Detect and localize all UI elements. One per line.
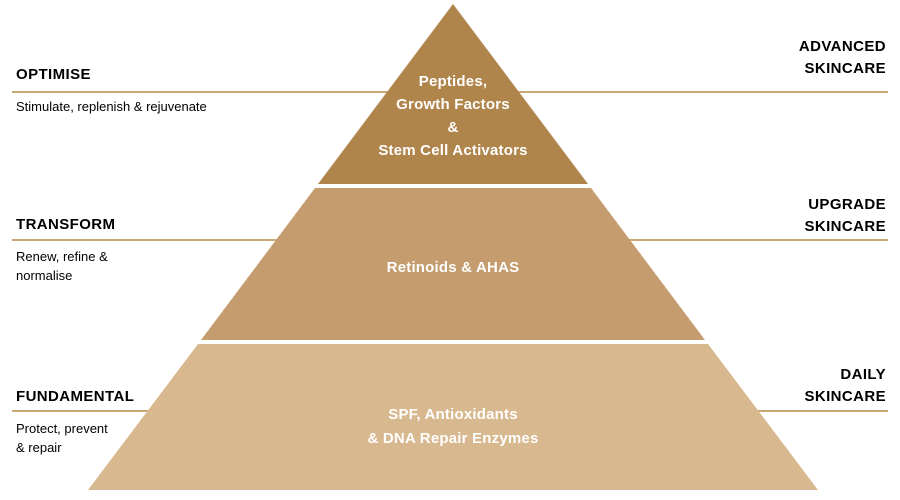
pyramid-tier-bottom <box>88 344 818 490</box>
right-label-upgrade-skincare: UPGRADE SKINCARE <box>804 196 886 235</box>
left-subtitle-fundamental: Protect, prevent & repair <box>16 421 108 455</box>
left-title-transform: TRANSFORM <box>16 216 116 233</box>
left-label-transform: TRANSFORM Renew, refine & normalise <box>16 216 115 285</box>
left-subtitle-transform: Renew, refine & normalise <box>16 249 108 283</box>
left-label-optimise: OPTIMISE Stimulate, replenish & rejuvena… <box>16 66 207 116</box>
tier-bottom-label: SPF, Antioxidants & DNA Repair Enzymes <box>367 406 539 447</box>
tier-middle-label: Retinoids & AHAS <box>386 259 520 276</box>
left-subtitle-optimise: Stimulate, replenish & rejuvenate <box>16 99 207 114</box>
left-title-fundamental: FUNDAMENTAL <box>16 388 135 405</box>
left-label-fundamental: FUNDAMENTAL Protect, prevent & repair <box>16 388 134 457</box>
pyramid-tier-top <box>318 4 588 184</box>
tier-top-label: Peptides, Growth Factors & Stem Cell Act… <box>378 73 528 159</box>
right-label-daily-skincare: DAILY SKINCARE <box>804 366 886 405</box>
left-title-optimise: OPTIMISE <box>16 66 91 83</box>
right-label-advanced-skincare: ADVANCED SKINCARE <box>798 38 886 77</box>
pyramid-tier-middle <box>201 188 705 340</box>
